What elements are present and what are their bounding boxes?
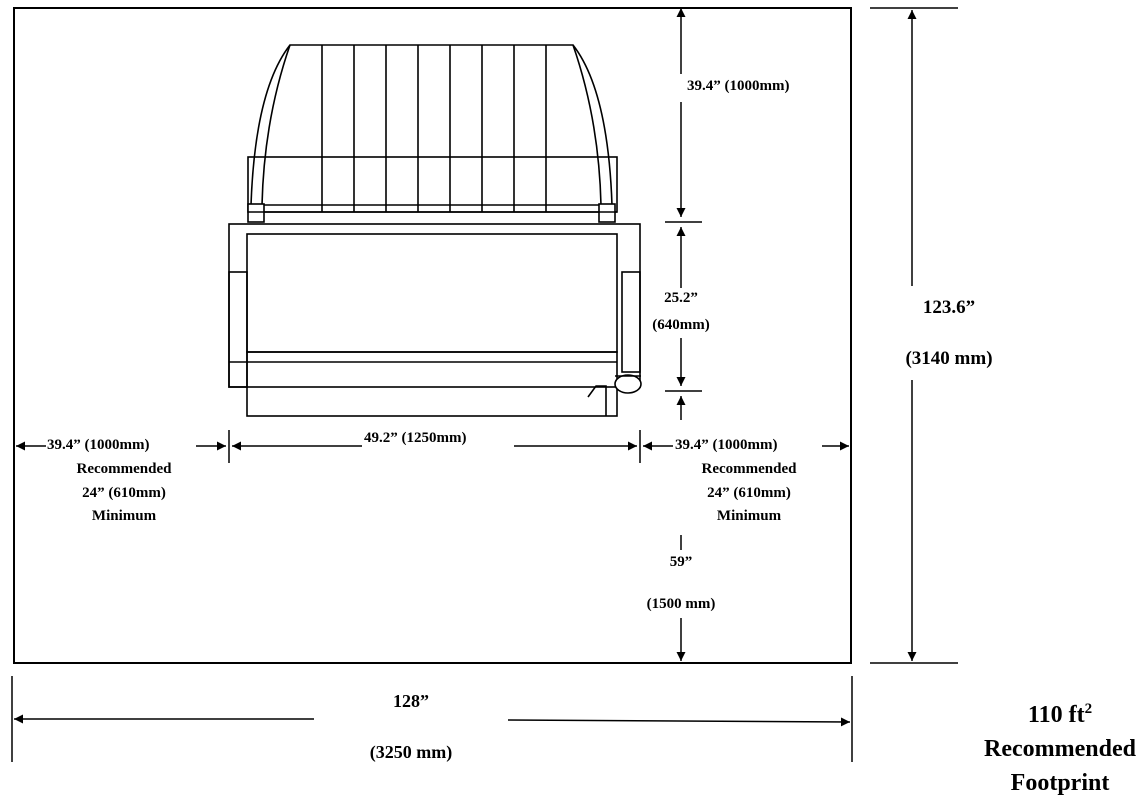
left-minimum-label: Minimum <box>91 508 157 524</box>
footprint-area-superscript: 2 <box>1084 701 1093 717</box>
footprint-boundary <box>13 7 852 664</box>
machine-body <box>228 223 642 417</box>
total-height-inches-label: 123.6” <box>922 297 976 318</box>
footprint-area-value: 110 ft <box>1027 702 1085 728</box>
right-recommended-label: Recommended <box>701 461 797 477</box>
right-minimum-value-label: 24” (610mm) <box>707 485 791 501</box>
front-clearance-mm-label: (1500 mm) <box>646 596 716 612</box>
total-height-mm-label: (3140 mm) <box>905 348 993 369</box>
front-clearance-inches-label: 59” <box>669 554 693 570</box>
machine-width-label: 49.2” (1250mm) <box>364 430 467 446</box>
total-width-inches-label: 128” <box>393 691 429 711</box>
right-minimum-label: Minimum <box>716 508 782 524</box>
machine-depth-mm-label: (640mm) <box>652 317 710 333</box>
machine-depth-inches-label: 25.2” <box>664 290 698 306</box>
footprint-area-label: 110 ft2 <box>1027 701 1093 728</box>
paper-tray <box>247 44 618 223</box>
machine-top-view <box>228 44 642 417</box>
top-clearance-label: 39.4” (1000mm) <box>687 78 790 94</box>
dimension-lines <box>11 7 958 762</box>
total-width-mm-label: (3250 mm) <box>369 742 453 762</box>
left-clearance-label: 39.4” (1000mm) <box>47 437 150 453</box>
right-clearance-label: 39.4” (1000mm) <box>675 437 778 453</box>
footprint-recommended-label: Recommended <box>984 736 1136 762</box>
footprint-label: Footprint <box>1010 770 1110 796</box>
left-recommended-label: Recommended <box>76 461 172 477</box>
left-minimum-value-label: 24” (610mm) <box>82 485 166 501</box>
